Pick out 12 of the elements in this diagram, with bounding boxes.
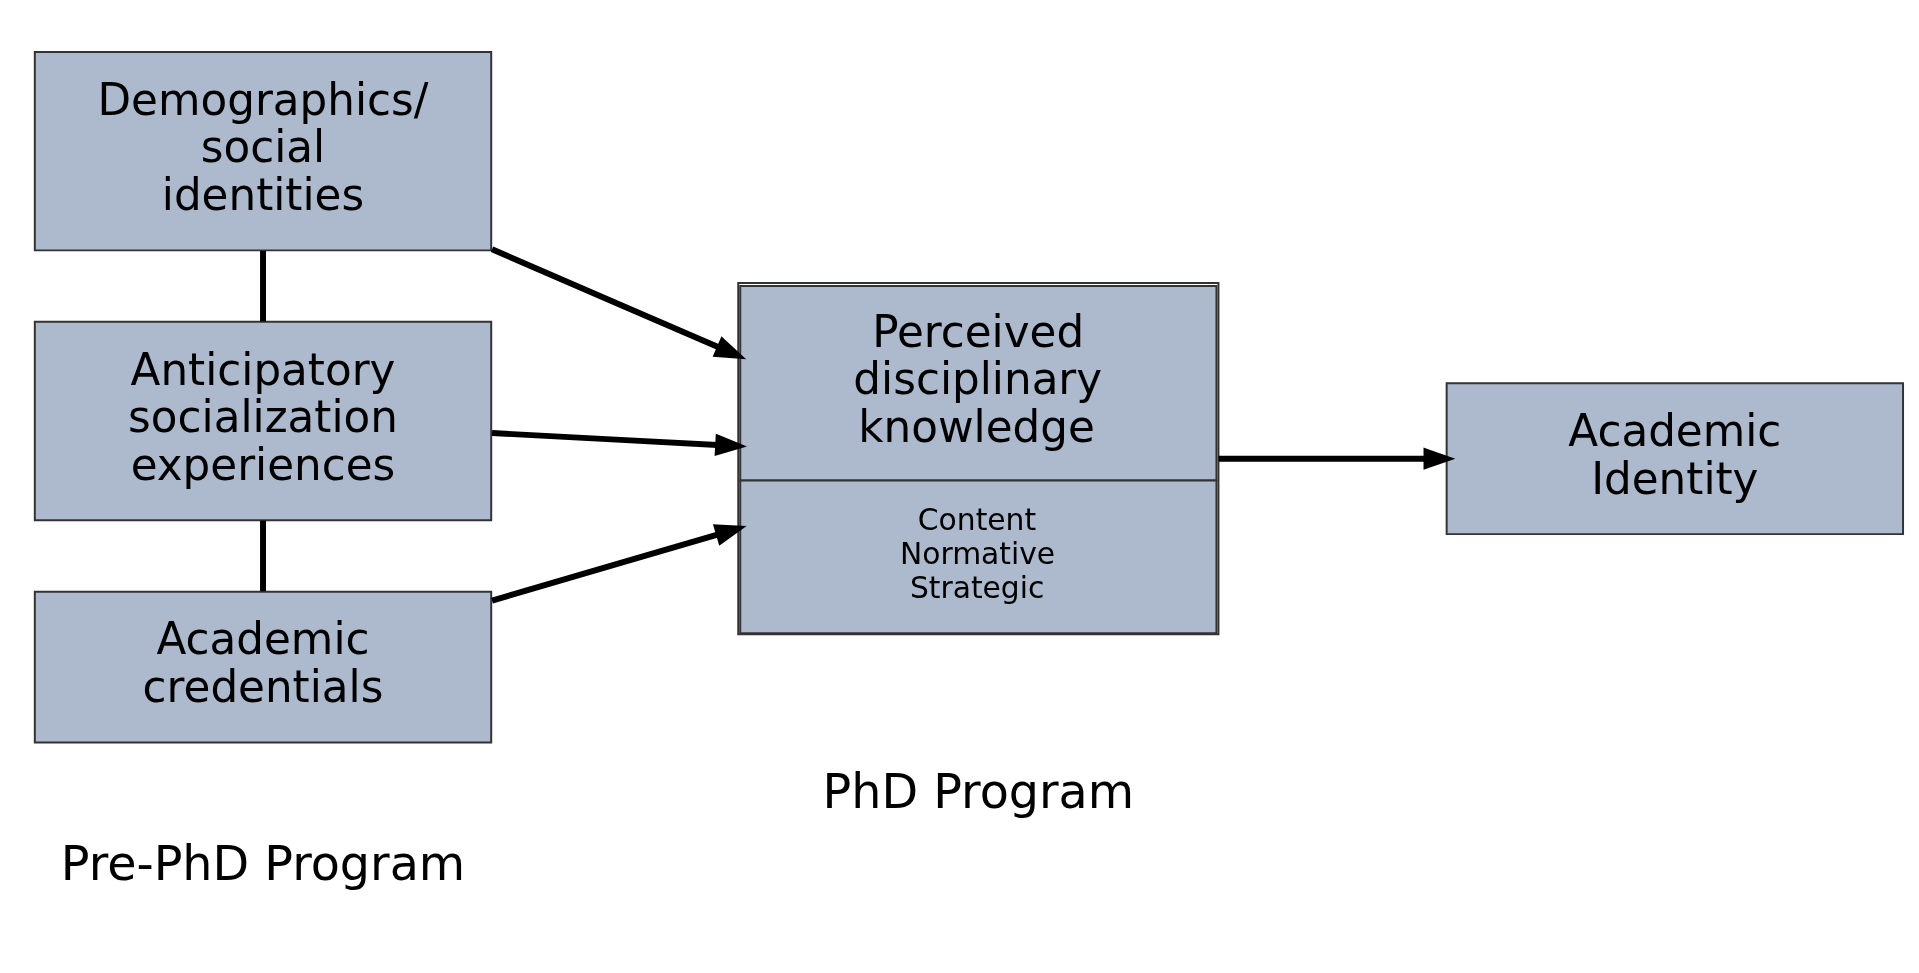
connector [260,520,266,592]
node-box: Demographics/ social identities [33,50,493,252]
connector [260,250,266,322]
node-box: Academic Identity [1445,382,1905,536]
arrow [491,430,747,456]
label: PhD Program [822,764,1135,820]
node-box: Academic credentials [33,590,493,744]
node-box: Anticipatory socialization experiences [33,320,493,522]
arrow [490,246,747,360]
arrow [1218,447,1456,470]
label: Pre-PhD Program [60,835,466,891]
arrow [491,524,747,604]
